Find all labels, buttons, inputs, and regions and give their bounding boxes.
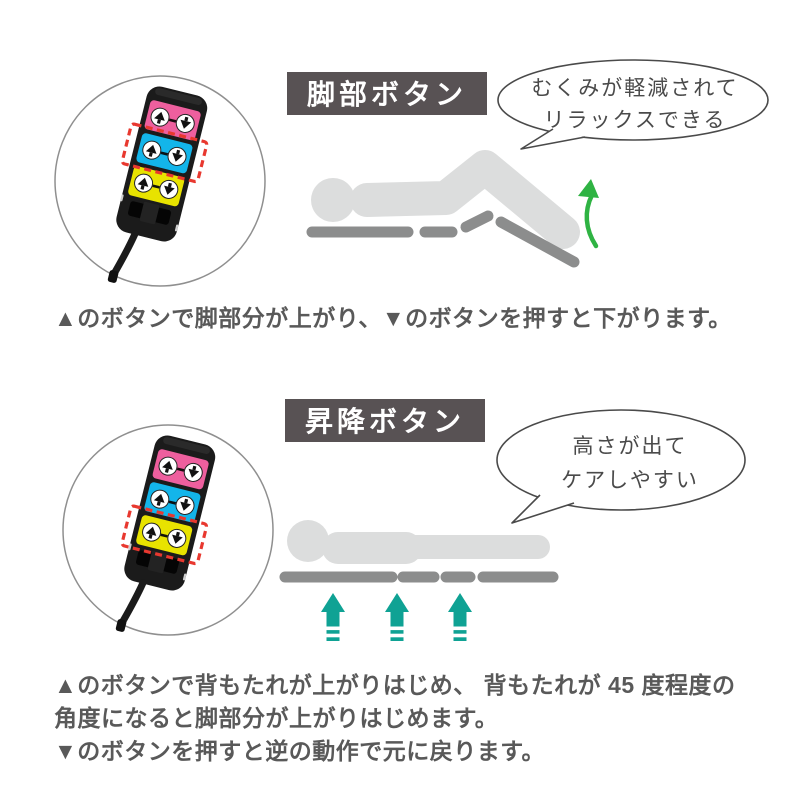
- remote-row-yellow: [136, 515, 193, 556]
- row-label-mark: [176, 467, 185, 472]
- row-label-mark: [168, 118, 177, 123]
- cable-plug: [107, 270, 119, 283]
- up-arrow-icon: [162, 460, 173, 470]
- bubble-ellipse: [497, 59, 769, 141]
- teal-up-arrow-icon: [448, 593, 472, 641]
- bubble-tail: [520, 128, 586, 150]
- person-head: [287, 520, 329, 562]
- caption-line: ▼のボタンを押すと逆の動作で元に戻ります。: [54, 738, 545, 764]
- down-arrow-icon: [172, 152, 183, 162]
- teal-up-arrows: [321, 593, 472, 641]
- person-head: [311, 178, 355, 222]
- caption-leg-section: ▲のボタンで脚部分が上がり、▼のボタンを押すと下がります。: [54, 302, 732, 335]
- up-arrow-icon: [145, 144, 157, 154]
- bubble-line-1: 高さが出て: [573, 435, 688, 458]
- green-up-arrow-icon: [578, 179, 599, 249]
- remote-top-cap: [155, 88, 202, 105]
- row-label-mark: [152, 184, 160, 189]
- remote-control: [107, 86, 209, 283]
- remote-photo-lift-section: [62, 424, 274, 636]
- speech-bubble-lift: 高さが出て ケアしやすい: [496, 409, 746, 524]
- caption-line: ▲のボタンで背もたれが上がりはじめ、 背もたれが 45 度程度の: [54, 672, 736, 698]
- remote-row-yellow: [128, 166, 185, 207]
- speech-bubble-leg: むくみが軽減されて リラックスできる: [497, 59, 769, 150]
- bubble-tail: [511, 494, 575, 524]
- remote-control: [115, 435, 216, 632]
- bubble-line-1: むくみが軽減されて: [531, 77, 738, 100]
- up-arrow-icon: [154, 111, 165, 121]
- remote-photo-leg-section: [54, 75, 266, 287]
- bubble-line-2: リラックスできる: [544, 109, 727, 132]
- row-label-mark: [160, 533, 168, 538]
- remote-row-pink: [152, 449, 209, 490]
- down-arrow-icon: [188, 468, 200, 478]
- up-arrow-icon: [153, 493, 165, 503]
- down-arrow-icon: [180, 119, 192, 129]
- remote-rocker: [147, 550, 168, 574]
- section-title-leg-button: 脚部ボタン: [287, 72, 488, 115]
- row-label-mark: [160, 151, 169, 156]
- highlight-dashed-box-blue-row: [120, 122, 209, 184]
- row-label-mark: [168, 500, 177, 505]
- highlight-dashed-box-yellow-row: [120, 504, 209, 566]
- section-title-lift-button: 昇降ボタン: [285, 399, 486, 442]
- person-body: [350, 150, 580, 249]
- caption-line: ▲のボタンで脚部分が上がり、▼のボタンを押すと下がります。: [54, 305, 732, 331]
- bubble-line-2: ケアしやすい: [561, 469, 699, 492]
- teal-up-arrow-icon: [321, 593, 345, 641]
- remote-row-blue: [136, 133, 193, 174]
- bed-segments: [306, 210, 580, 268]
- teal-up-arrow-icon: [385, 593, 409, 641]
- bubble-ellipse: [496, 409, 746, 511]
- up-arrow-icon: [137, 177, 149, 187]
- cable-plug: [115, 619, 127, 632]
- remote-rocker: [139, 201, 160, 225]
- caption-line: 角度になると脚部分が上がりはじめます。: [54, 705, 499, 731]
- remote-top-cap: [163, 437, 210, 454]
- down-arrow-icon: [164, 185, 175, 195]
- illustration-bed-rising: [279, 520, 559, 641]
- down-arrow-icon: [172, 534, 183, 544]
- down-arrow-icon: [180, 501, 191, 511]
- caption-lift-section: ▲のボタンで背もたれが上がりはじめ、 背もたれが 45 度程度の 角度になると脚…: [54, 669, 736, 768]
- up-arrow-icon: [145, 526, 157, 536]
- illustration-legs-raised: [306, 150, 599, 268]
